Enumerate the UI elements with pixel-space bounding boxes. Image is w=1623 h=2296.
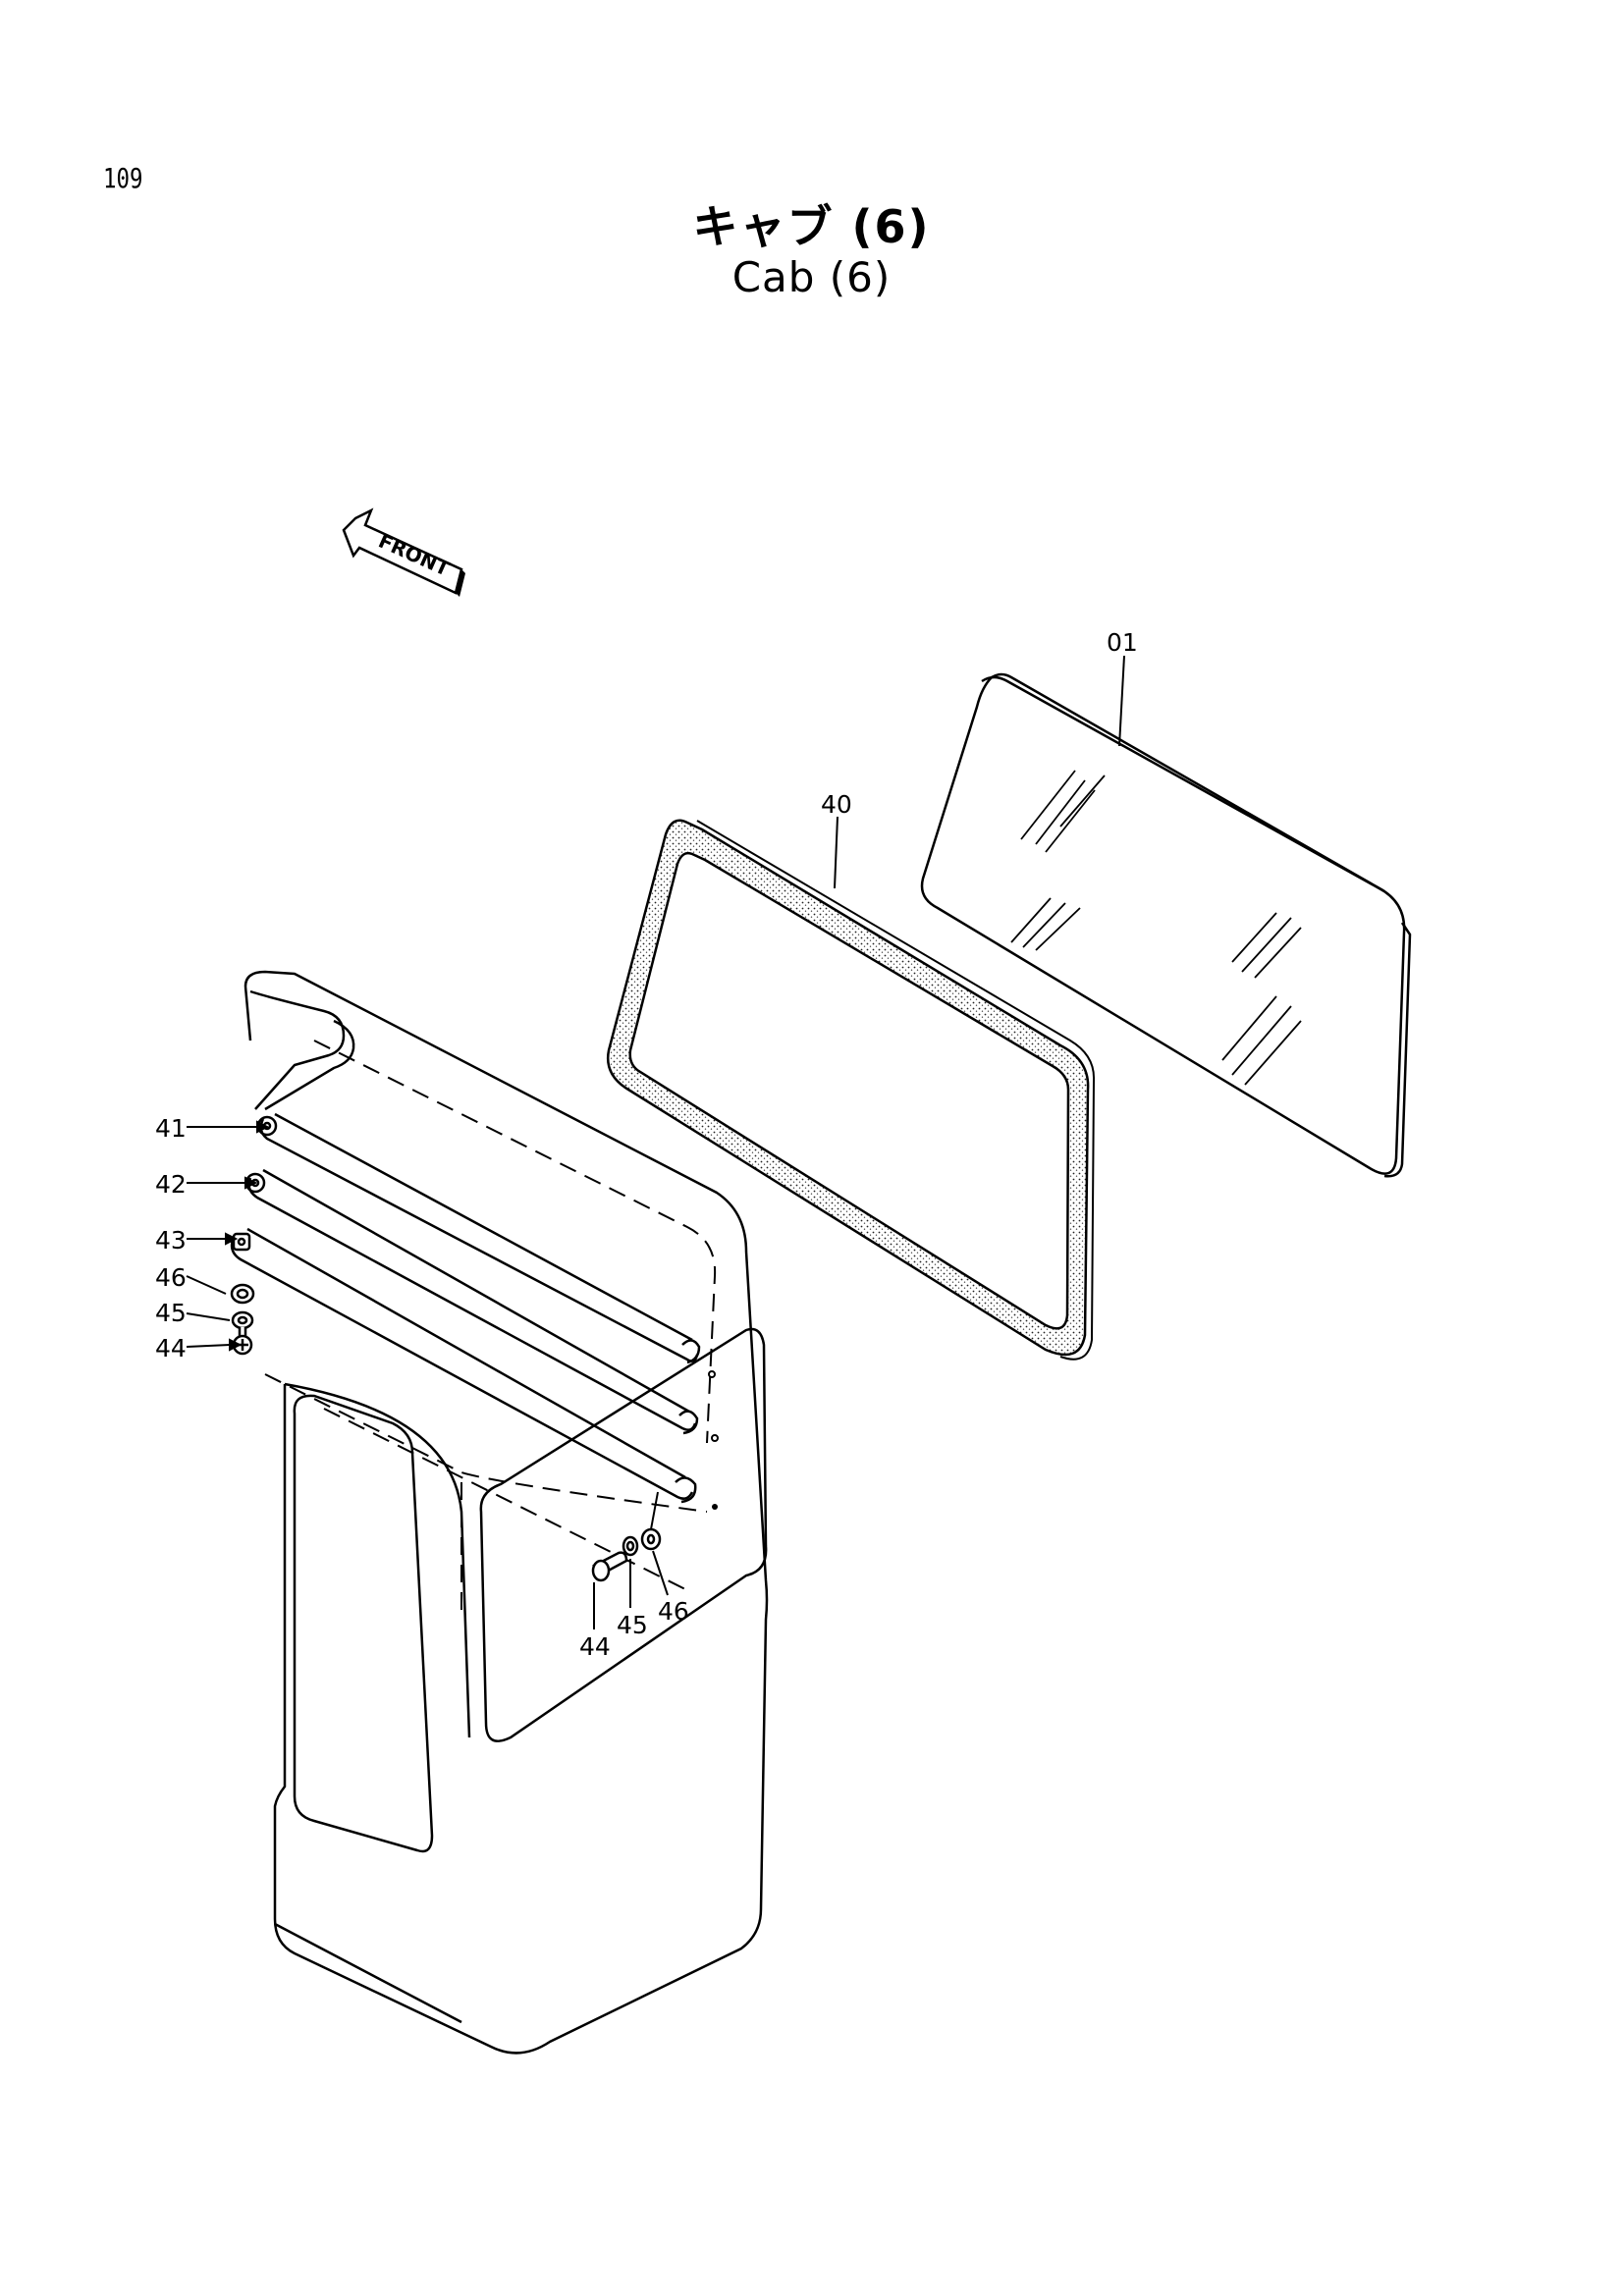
title-english: Cab (6) [731,253,892,301]
rail-41 [256,1112,701,1364]
callout-46-left: 46 [155,1263,187,1292]
callout-41: 41 [155,1114,187,1143]
rail-42 [244,1168,699,1435]
callout-46-right: 46 [658,1597,689,1626]
right-mount-holes [708,1370,719,1510]
callout-44-left: 44 [155,1334,187,1362]
callout-43: 43 [155,1226,187,1255]
cab-body [243,970,769,2055]
window-glass [920,672,1412,1178]
callout-42: 42 [155,1170,187,1199]
left-hardware [230,1283,255,1356]
weatherstrip-seal [606,819,1096,1361]
callout-45-right: 45 [617,1611,648,1639]
right-hardware [591,1527,662,1582]
callout-40: 40 [821,790,852,819]
callout-01: 01 [1107,628,1138,657]
rail-43 [230,1227,697,1504]
page-number: 109 [103,162,143,194]
callout-45-left: 45 [155,1299,187,1327]
callout-44-right: 44 [579,1632,611,1661]
title-japanese: キャブ (6) [692,200,931,253]
leader-lines [186,655,1125,1629]
front-arrow-icon: FRONT [342,507,465,597]
callout-labels: 01 40 41 42 43 46 45 44 44 45 46 [155,628,1138,1661]
